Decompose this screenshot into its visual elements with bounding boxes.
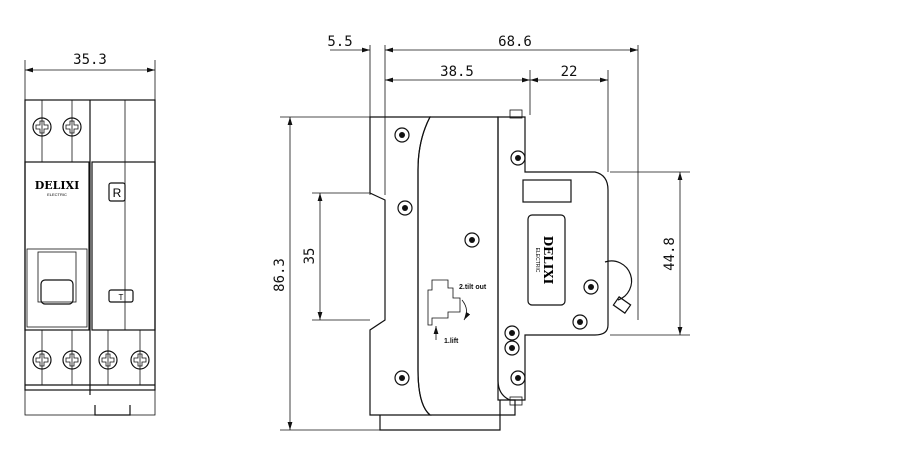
test-lever[interactable] [612,296,632,314]
breaker-panel [24,161,90,331]
front-depth-dimension: 38.5 [440,64,474,80]
toggle-handle[interactable] [37,251,77,303]
front-brand-logo: DELIXI [35,179,79,192]
total-height-dimension: 86.3 [272,258,288,292]
rail-offset-dimension: 5.5 [327,34,352,50]
test-button[interactable] [108,289,134,303]
front-height-dimension: 44.8 [662,237,678,271]
reset-label: R [113,186,122,200]
rail-height-dimension: 35 [302,248,318,265]
middle-body [417,116,516,416]
front-protrusion-dimension: 22 [561,64,578,80]
lift-instruction: 1.lift [444,338,459,345]
reset-button[interactable] [108,182,126,202]
side-brand-logo: DELIXI [541,236,555,285]
side-view: 5.5 68.6 38.5 22 86.3 35 44.8 DELIXI ELE… [272,34,690,431]
tilt-out-instruction: 2.tilt out [459,284,487,291]
release-diagram-icon [427,279,471,340]
side-brand-plate [527,214,566,306]
front-brand-sub: ELECTRIC [47,192,67,197]
front-body [497,116,609,401]
total-depth-dimension: 68.6 [498,34,532,50]
test-label: T [119,293,124,302]
rcd-panel [91,161,156,331]
front-view: 35.3 DELIXI ELECTRIC R T [24,52,156,416]
side-brand-sub: ELECTRIC [534,248,540,273]
rear-body [369,116,432,416]
width-dimension: 35.3 [73,52,107,68]
